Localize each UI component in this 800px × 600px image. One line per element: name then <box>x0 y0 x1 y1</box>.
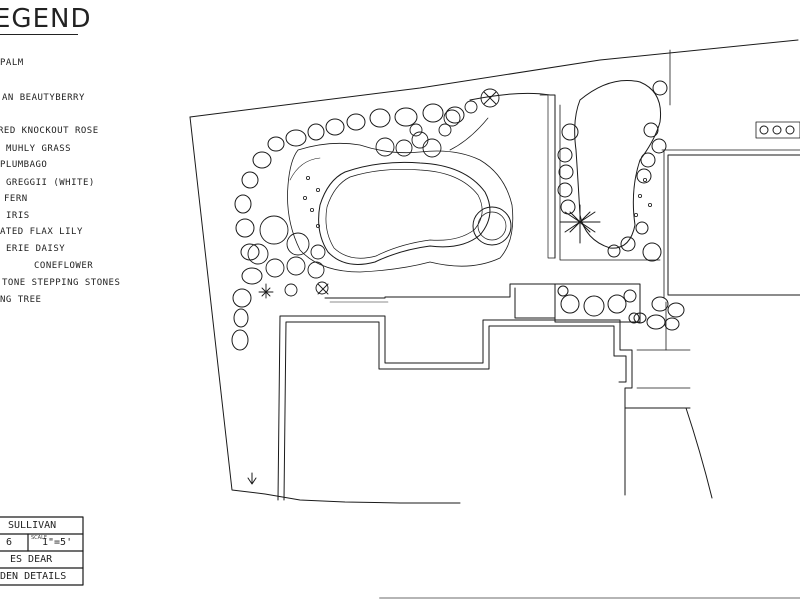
fixture-icon <box>759 125 769 135</box>
fixture-icon <box>772 125 782 135</box>
legend-item: RED KNOCKOUT ROSE <box>0 126 99 136</box>
lower-planter <box>554 283 641 324</box>
legend-item: ATED FLAX LILY <box>0 227 83 237</box>
plantings-left-bed <box>247 88 500 299</box>
designer-name: ES DEAR <box>10 554 53 565</box>
legend-item: PLUMBAGO <box>0 160 48 170</box>
legend-item: FERN <box>4 194 28 204</box>
patio-edge <box>324 283 556 319</box>
fixture-icon <box>785 125 795 135</box>
sheet-number: 6 <box>6 537 13 548</box>
pool-planting-bed <box>287 142 514 273</box>
right-planting-bed <box>557 79 668 262</box>
upper-right-structure <box>661 121 800 299</box>
legend-item: ERIE DAISY <box>6 244 66 254</box>
legend-item: IRIS <box>6 211 30 221</box>
drawing-scale: 1"=5' <box>42 537 73 548</box>
palm-icon <box>559 204 601 244</box>
house-outline <box>277 301 713 501</box>
swimming-pool <box>318 161 512 265</box>
legend-title: EGEND <box>0 4 92 34</box>
drawing-title: DEN DETAILS <box>0 571 67 582</box>
garden-wall <box>469 92 556 259</box>
spa <box>472 206 512 246</box>
legend-item: AN BEAUTYBERRY <box>2 93 85 103</box>
client-name: SULLIVAN <box>8 520 57 531</box>
title-block <box>0 516 84 586</box>
legend-item: CONEFLOWER <box>34 261 94 271</box>
legend-item: MUHLY GRASS <box>6 144 72 154</box>
legend-item: TONE STEPPING STONES <box>2 278 121 288</box>
shrub-dots <box>302 175 653 228</box>
legend-underline <box>0 34 78 35</box>
legend-item: NG TREE <box>0 295 42 305</box>
scale-caption: SCALE <box>31 535 48 541</box>
property-boundary <box>189 39 799 504</box>
legend-item: PALM <box>0 58 24 68</box>
legend-item: GREGGII (WHITE) <box>6 178 95 188</box>
